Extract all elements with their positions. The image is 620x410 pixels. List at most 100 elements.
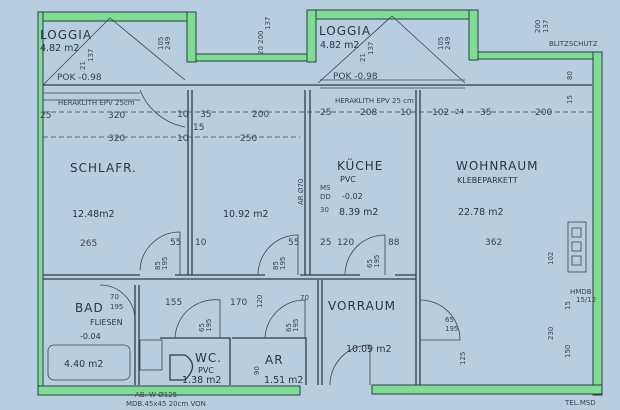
dim: 150 [564,345,572,358]
dim: 320 [108,111,125,121]
dim: 21 [79,61,87,70]
dim: 35 [200,110,211,120]
loggia-left-level: POK -0.98 [57,73,102,83]
ar-label: AR [265,353,284,367]
dim: 15 [193,123,204,133]
dim: 15 [566,95,574,104]
vorraum-area: 10.09 m2 [346,344,392,355]
dimension-labels: 25 320 10 35 15 320 10 250 200 20 200 13… [40,17,574,375]
kueche-ms: MS [320,184,331,192]
dim: 65 [285,323,293,332]
bad-floor: FLIESEN [90,318,123,327]
dim: 200 [534,20,542,33]
kueche-area: 8.39 m2 [339,207,378,218]
hmdb-number: 15/12 [576,296,596,304]
ar-shaft-label: AR Ø70 [297,179,305,205]
dim: 65 [198,323,206,332]
wc-label: WC. [195,351,222,365]
door-swings [42,15,587,386]
wohnraum-floor: KLEBEPARKETT [457,176,518,185]
dim: 20 200 [257,31,265,56]
dim: 195 [292,319,300,332]
dim: 120 [337,238,354,248]
dim: 200 [535,108,552,118]
interior-walls [43,79,592,385]
dim: 88 [388,238,400,248]
kueche-label: KÜCHE [337,157,383,173]
wohnraum-label: WOHNRAUM [456,159,539,173]
dim: 102 [432,108,449,118]
zimmer-area: 10.92 m2 [223,209,269,220]
dim: 15 [564,301,572,310]
mdb-label: MDB.45x45 20cm VON [126,400,206,408]
loggia-right-level: POK -0.98 [333,72,378,82]
dim: 250 [240,134,257,144]
dim: 25 [40,111,51,121]
kueche-floor: PVC [340,175,356,184]
dim: 55 [288,238,299,248]
dim: 10 [400,108,412,118]
dim: 70 [110,293,119,301]
kueche-level: -0.02 [342,192,363,201]
dim: 85 [272,261,280,270]
dim: 155 [165,298,182,308]
dim: 65 [445,316,454,324]
loggia-right-area: 4.82 m2 [320,40,359,51]
schlafzimmer-label: SCHLAFR. [70,161,137,175]
dim: 65 [366,259,374,268]
dim: 137 [264,17,272,30]
dim: 195 [373,255,381,268]
dim: 125 [459,352,467,365]
dim-265: 265 [80,239,97,249]
dim: 85 [154,261,162,270]
dim: 362 [485,238,502,248]
dim: 24 [455,108,464,116]
dim: 21 [359,53,367,62]
bad-area: 4.40 m2 [64,359,103,370]
dim: 249 [164,37,172,50]
dim: 105 [157,37,165,50]
loggia-right-label: LOGGIA [319,24,371,38]
hmdb-label: HMDB [570,288,592,296]
kueche-30: 30 [320,206,329,214]
kueche-dd: DD [320,193,331,201]
dim: 137 [542,20,550,33]
dim: 195 [445,325,458,333]
dim: 208 [360,108,377,118]
ar-area: 1.51 m2 [264,375,303,386]
schlafzimmer-area: 12.48m2 [72,209,115,220]
dim: 25 [320,238,331,248]
dim: 105 [437,37,445,50]
exterior-walls [37,9,603,396]
dim: 90 [253,366,261,375]
dim: 70 [300,294,309,302]
dim: 137 [87,49,95,62]
vorraum-label: VORRAUM [328,299,396,313]
dim: 10 [177,134,189,144]
dim: 195 [110,303,123,311]
dim: 10 [195,238,207,248]
dim: 170 [230,298,247,308]
dim: 102 [547,252,555,265]
loggia-right-note: HERAKLITH EPV 25 cm [335,97,414,105]
wohnraum-area: 22.78 m2 [458,207,504,218]
dim: 195 [161,257,169,270]
dim: 200 [252,110,269,120]
loggia-left-label: LOGGIA [40,28,92,42]
telmsd-label: TEL.MSD [564,399,596,407]
loggia-left-note: HERAKLITH EPV 25cm [58,99,135,107]
bad-label: BAD [75,301,104,315]
wc-area: 1.38 m2 [182,375,221,386]
dim: 10 [177,110,189,120]
dim: 55 [170,238,181,248]
dim: 120 [256,295,264,308]
dim: 195 [205,319,213,332]
wc-floor: PVC [198,366,214,375]
abzw-label: AB. W Ø125 [135,391,177,399]
dim: 80 [566,71,574,80]
dim: 320 [108,134,125,144]
dim: 137 [367,42,375,55]
dim: 230 [547,327,555,340]
loggia-left-area: 4.82 m2 [40,43,79,54]
